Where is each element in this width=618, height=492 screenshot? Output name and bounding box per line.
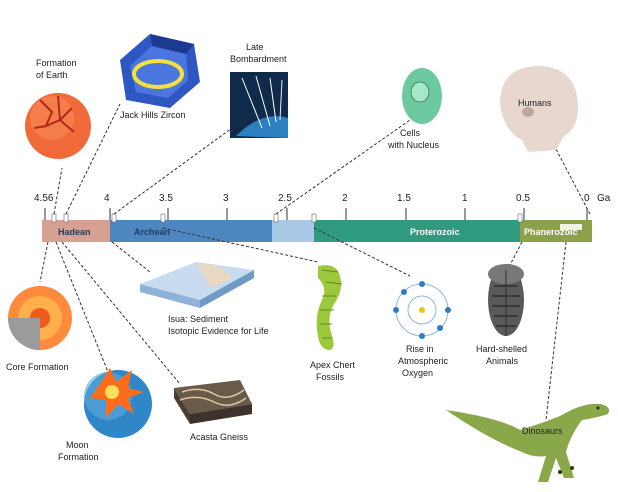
cells-with-nucleus-label: Cells — [400, 128, 421, 138]
core-formation-group: Core Formation — [6, 286, 72, 372]
marker-4-0 — [111, 213, 117, 223]
rise-in-oxygen-group: Rise in Atmospheric Oxygen — [393, 281, 451, 378]
humans-label: Humans — [518, 98, 552, 108]
stromatolite-fossil-icon — [316, 265, 343, 350]
hard-shelled-animals-label: Hard-shelled — [476, 344, 527, 354]
tick-label: 2 — [342, 193, 348, 204]
formation-of-earth-label: of Earth — [36, 70, 68, 80]
core-formation-label: Core Formation — [6, 362, 69, 372]
tick-label: 3 — [223, 193, 229, 204]
moon-formation-label: Formation — [58, 452, 99, 462]
hard-shelled-animals-group: Hard-shelled Animals — [476, 264, 527, 366]
phanerozoic-highlight — [560, 224, 582, 230]
tick-label: 3.5 — [159, 193, 173, 204]
trilobite-icon — [488, 264, 524, 336]
zircon-crystal-icon — [120, 34, 200, 108]
tick-label: 1.5 — [397, 193, 411, 204]
cells-with-nucleus-group: Cells with Nucleus — [387, 68, 442, 150]
apex-chert-fossils-group: Apex Chert Fossils — [310, 265, 356, 382]
connector-lines — [39, 103, 591, 421]
hadean-segment — [42, 220, 110, 242]
isua-sediment-group: Isua: Sediment Isotopic Evidence for Lif… — [140, 262, 269, 336]
marker-2-7 — [273, 213, 279, 223]
hard-shelled-animals-label: Animals — [486, 356, 519, 366]
timeline-ticks: 4.56 4 3.5 3 2.5 2 1.5 1 0.5 0 Ga — [34, 193, 611, 220]
late-bombardment-group: Late Bombardment — [230, 42, 288, 138]
gneiss-rock-icon — [174, 380, 252, 424]
archean-label: Archean — [134, 227, 170, 237]
late-bombardment-label: Bombardment — [230, 54, 287, 64]
jack-hills-zircon-group: Jack Hills Zircon — [120, 34, 200, 120]
earth-core-icon — [8, 286, 72, 350]
archean-segment — [110, 220, 272, 242]
impact-icon — [84, 368, 152, 438]
rise-in-oxygen-label: Rise in — [406, 344, 434, 354]
tick-label: 1 — [462, 193, 468, 204]
skull-icon — [500, 66, 578, 152]
isua-sediment-label: Isua: Sediment — [168, 314, 229, 324]
marker-2-4 — [311, 213, 317, 223]
archean-light-segment — [272, 220, 314, 242]
isua-sediment-label: Isotopic Evidence for Life — [168, 326, 269, 336]
hadean-label: Hadean — [58, 227, 91, 237]
tick-label: 4 — [104, 193, 110, 204]
late-bombardment-label: Late — [246, 42, 264, 52]
dinosaurs-label: Dinosaurs — [522, 426, 563, 436]
molten-earth-icon — [25, 93, 91, 159]
proterozoic-label: Proterozoic — [410, 227, 460, 237]
bombardment-icon — [230, 72, 288, 138]
cells-with-nucleus-label: with Nucleus — [387, 140, 440, 150]
dinosaurs-group: Dinosaurs — [446, 403, 609, 482]
timeline-bar: Hadean Archean Proterozoic Phanerozoic — [42, 213, 592, 242]
tick-label: 0.5 — [516, 193, 530, 204]
cell-icon — [402, 68, 442, 124]
apex-chert-fossils-label: Apex Chert — [310, 360, 356, 370]
tick-label: 0 — [584, 193, 590, 204]
marker-0-5 — [517, 213, 523, 223]
sediment-block-icon — [140, 262, 254, 308]
rise-in-oxygen-label: Atmospheric — [398, 356, 449, 366]
tick-label: 2.5 — [278, 193, 292, 204]
formation-of-earth-group: Formation of Earth — [25, 58, 91, 159]
moon-formation-label: Moon — [66, 440, 89, 450]
formation-of-earth-label: Formation — [36, 58, 77, 68]
dinosaur-icon — [446, 403, 609, 482]
marker-3-5 — [160, 213, 166, 223]
proterozoic-segment — [314, 220, 520, 242]
unit-label: Ga — [597, 193, 611, 204]
marker-4-4 — [51, 213, 57, 223]
moon-formation-group: Moon Formation — [58, 368, 152, 462]
acasta-gneiss-group: Acasta Gneiss — [174, 380, 252, 442]
apex-chert-fossils-label: Fossils — [316, 372, 345, 382]
marker-4-3 — [63, 213, 69, 223]
tick-label: 4.56 — [34, 193, 54, 204]
humans-group: Humans — [500, 66, 578, 152]
oxygen-molecule-icon — [393, 281, 451, 339]
phanerozoic-label: Phanerozoic — [524, 227, 578, 237]
acasta-gneiss-label: Acasta Gneiss — [190, 432, 249, 442]
jack-hills-zircon-label: Jack Hills Zircon — [120, 110, 186, 120]
rise-in-oxygen-label: Oxygen — [402, 368, 433, 378]
